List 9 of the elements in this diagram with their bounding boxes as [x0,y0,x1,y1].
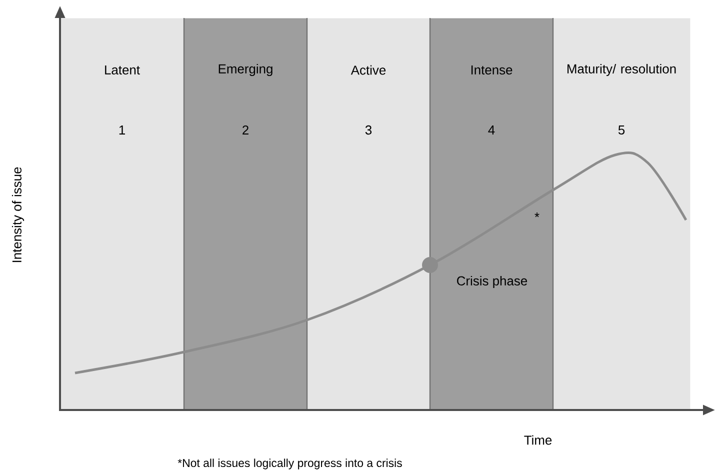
axis-title: Intensity of issue [12,167,24,262]
footnote: *Not all issues logically progress into a crisis [178,458,402,470]
band: Maturity/ resolution 5 [553,18,690,410]
axis-title: Time [524,435,552,445]
band: Emerging 2 [184,18,308,410]
phase-label: Crisis phase [457,276,528,288]
asterisk: * [534,212,540,218]
band: Active 3 [307,18,430,410]
band: Latent 1 [60,18,184,410]
